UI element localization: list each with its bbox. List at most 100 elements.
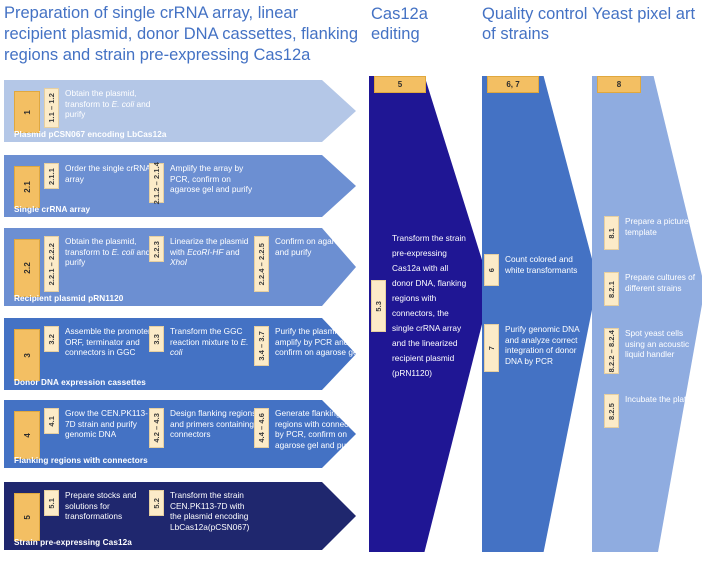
workflow-row-footer: Single crRNA array	[14, 205, 91, 214]
step-number: 2.2.3	[149, 236, 164, 262]
step-number: 3.3	[149, 326, 164, 352]
yeast-pixel-art-shape	[592, 76, 702, 552]
step-item: 5.3 Transform the strain pre-expressing …	[371, 231, 470, 381]
step-description: Prepare cultures of different strains	[625, 272, 696, 293]
workflow-row-tab-label: 2.1	[22, 181, 32, 193]
step-description: Purify the plasmid, amplify by PCR and c…	[275, 326, 360, 358]
step-number: 2.1.2 – 2.1.4	[149, 161, 164, 205]
step-item: 8.2.2 – 8.2.4 Spot yeast cells using an …	[604, 328, 699, 374]
workflow-row-footer: Plasmid pCSN067 encoding LbCas12a	[14, 130, 167, 139]
step-description: Spot yeast cells using an acoustic liqui…	[625, 328, 690, 360]
workflow-row-tab: 4	[14, 411, 40, 459]
workflow-row-shape	[4, 400, 356, 468]
step-number: 7	[484, 324, 499, 372]
workflow-row-shape	[4, 155, 356, 217]
step-item: 3.3 Transform the GGC reaction mixture to…	[149, 326, 258, 358]
step-number: 8.1	[604, 216, 619, 250]
workflow-row-shape	[4, 318, 356, 390]
workflow-row-tab: 3	[14, 329, 40, 381]
step-number: 3.2	[44, 326, 59, 352]
step-number: 8.2.1	[604, 272, 619, 306]
step-number: 1.1 – 1.2	[44, 88, 59, 128]
left-section-heading: Preparation of single crRNA array, linea…	[4, 4, 359, 64]
cas12a-editing-tab: 5	[374, 76, 426, 93]
workflow-row: 4 4.1 Grow the CEN.PK113-7D strain and pur…	[4, 400, 362, 468]
workflow-row-tab-label: 4	[22, 432, 32, 438]
column-heading-yeast-pixel-art: Yeast pixel art	[592, 5, 696, 23]
yeast-pixel-art-tab: 8	[597, 76, 641, 93]
step-number-label: 8.1	[607, 227, 616, 239]
step-item: 8.1 Prepare a picture template	[604, 216, 699, 250]
step-number: 5.2	[149, 490, 164, 516]
step-number-label: 8.2.1	[607, 280, 616, 298]
step-number-label: 3.3	[152, 333, 161, 345]
step-description: Purify genomic DNA and analyze correct i…	[505, 324, 580, 366]
workflow-row-tab-label: 2.2	[22, 262, 32, 274]
quality-control-shape	[482, 76, 594, 552]
step-number: 4.2 – 4.3	[149, 408, 164, 448]
step-number: 8.2.5	[604, 394, 619, 428]
step-description: Grow the CEN.PK113-7D strain and purify …	[65, 408, 148, 440]
step-number-label: 2.1.2 – 2.1.4	[152, 161, 161, 205]
workflow-row-tab: 5	[14, 493, 40, 541]
workflow-row: 1 1.1 – 1.2 Obtain the plasmid, transform …	[4, 80, 356, 142]
workflow-row-shape	[4, 482, 356, 550]
column-heading-quality-control: Quality control of strains	[482, 5, 588, 43]
step-number: 8.2.2 – 8.2.4	[604, 328, 619, 374]
step-number: 3.4 – 3.7	[254, 326, 269, 366]
step-description: Obtain the plasmid, transform to E. coli…	[65, 236, 151, 268]
step-number: 2.2.1 – 2.2.2	[44, 236, 59, 292]
step-item: 4.1 Grow the CEN.PK113-7D strain and puri…	[44, 408, 153, 440]
step-description: Generate flanking regions with connector…	[275, 408, 363, 450]
workflow-row-tab: 1	[14, 91, 40, 133]
step-description: Transform the strain CEN.PK113-7D with t…	[170, 490, 250, 532]
step-number-label: 2.2.4 – 2.2.5	[257, 242, 266, 286]
step-number-label: 8.2.2 – 8.2.4	[607, 329, 616, 373]
step-item: 5.1 Prepare stocks and solutions for tran…	[44, 490, 153, 522]
step-number-label: 4.1	[47, 415, 56, 427]
step-description: Prepare a picture template	[625, 216, 689, 237]
step-number: 2.1.1	[44, 163, 59, 189]
workflow-row-tab: 2.1	[14, 166, 40, 208]
step-number-label: 3.2	[47, 333, 56, 345]
step-item: 1.1 – 1.2 Obtain the plasmid, transform t…	[44, 88, 153, 128]
step-description: Linearize the plasmid with EcoRI-HF and …	[170, 236, 249, 268]
workflow-row-tab-label: 5	[22, 514, 32, 520]
yeast-pixel-art-tab-label: 8	[616, 80, 622, 89]
step-item: 6 Count colored and white transformants	[484, 254, 587, 286]
workflow-row-footer: Donor DNA expression cassettes	[14, 378, 146, 387]
step-description: Count colored and white transformants	[505, 254, 578, 275]
step-number: 5.3	[371, 280, 386, 332]
step-description: Order the single crRNA array	[65, 163, 151, 184]
quality-control-tab: 6, 7	[487, 76, 539, 93]
step-number-label: 5.3	[374, 300, 383, 312]
yeast-pixel-art-column: 8 8.1 Prepare a picture template 8.2.1 P…	[592, 76, 702, 552]
column-heading-cas12a-editing: Cas12a editing	[371, 5, 428, 43]
step-item: 3.4 – 3.7 Purify the plasmid, amplify by …	[254, 326, 363, 366]
step-description: Prepare stocks and solutions for transfo…	[65, 490, 137, 522]
step-number: 5.1	[44, 490, 59, 516]
workflow-row: 5 5.1 Prepare stocks and solutions for tra…	[4, 482, 356, 550]
step-number-label: 3.4 – 3.7	[257, 330, 266, 361]
cas12a-editing-column: 5 5.3 Transform the strain pre-expressin…	[369, 76, 487, 552]
step-item: 2.1.1 Order the single crRNA array	[44, 163, 153, 189]
step-description: Obtain the plasmid, transform to E. coli…	[65, 88, 151, 120]
step-description: Incubate the plate	[625, 394, 691, 404]
quality-control-tab-label: 6, 7	[506, 80, 520, 89]
step-number-label: 5.2	[152, 497, 161, 509]
workflow-row-footer: Flanking regions with connectors	[14, 456, 148, 465]
step-description: Transform the GGC reaction mixture to E.…	[170, 326, 249, 358]
step-number-label: 1.1 – 1.2	[47, 92, 56, 123]
step-number-label: 7	[487, 345, 496, 351]
workflow-row-shape	[4, 80, 356, 142]
step-number-label: 5.1	[47, 497, 56, 509]
step-item: 2.2.3 Linearize the plasmid with EcoRI-HF…	[149, 236, 258, 268]
step-number-label: 2.2.3	[152, 240, 161, 258]
step-number-label: 4.2 – 4.3	[152, 412, 161, 443]
workflow-row-footer: Strain pre-expressing Cas12a	[14, 538, 132, 547]
